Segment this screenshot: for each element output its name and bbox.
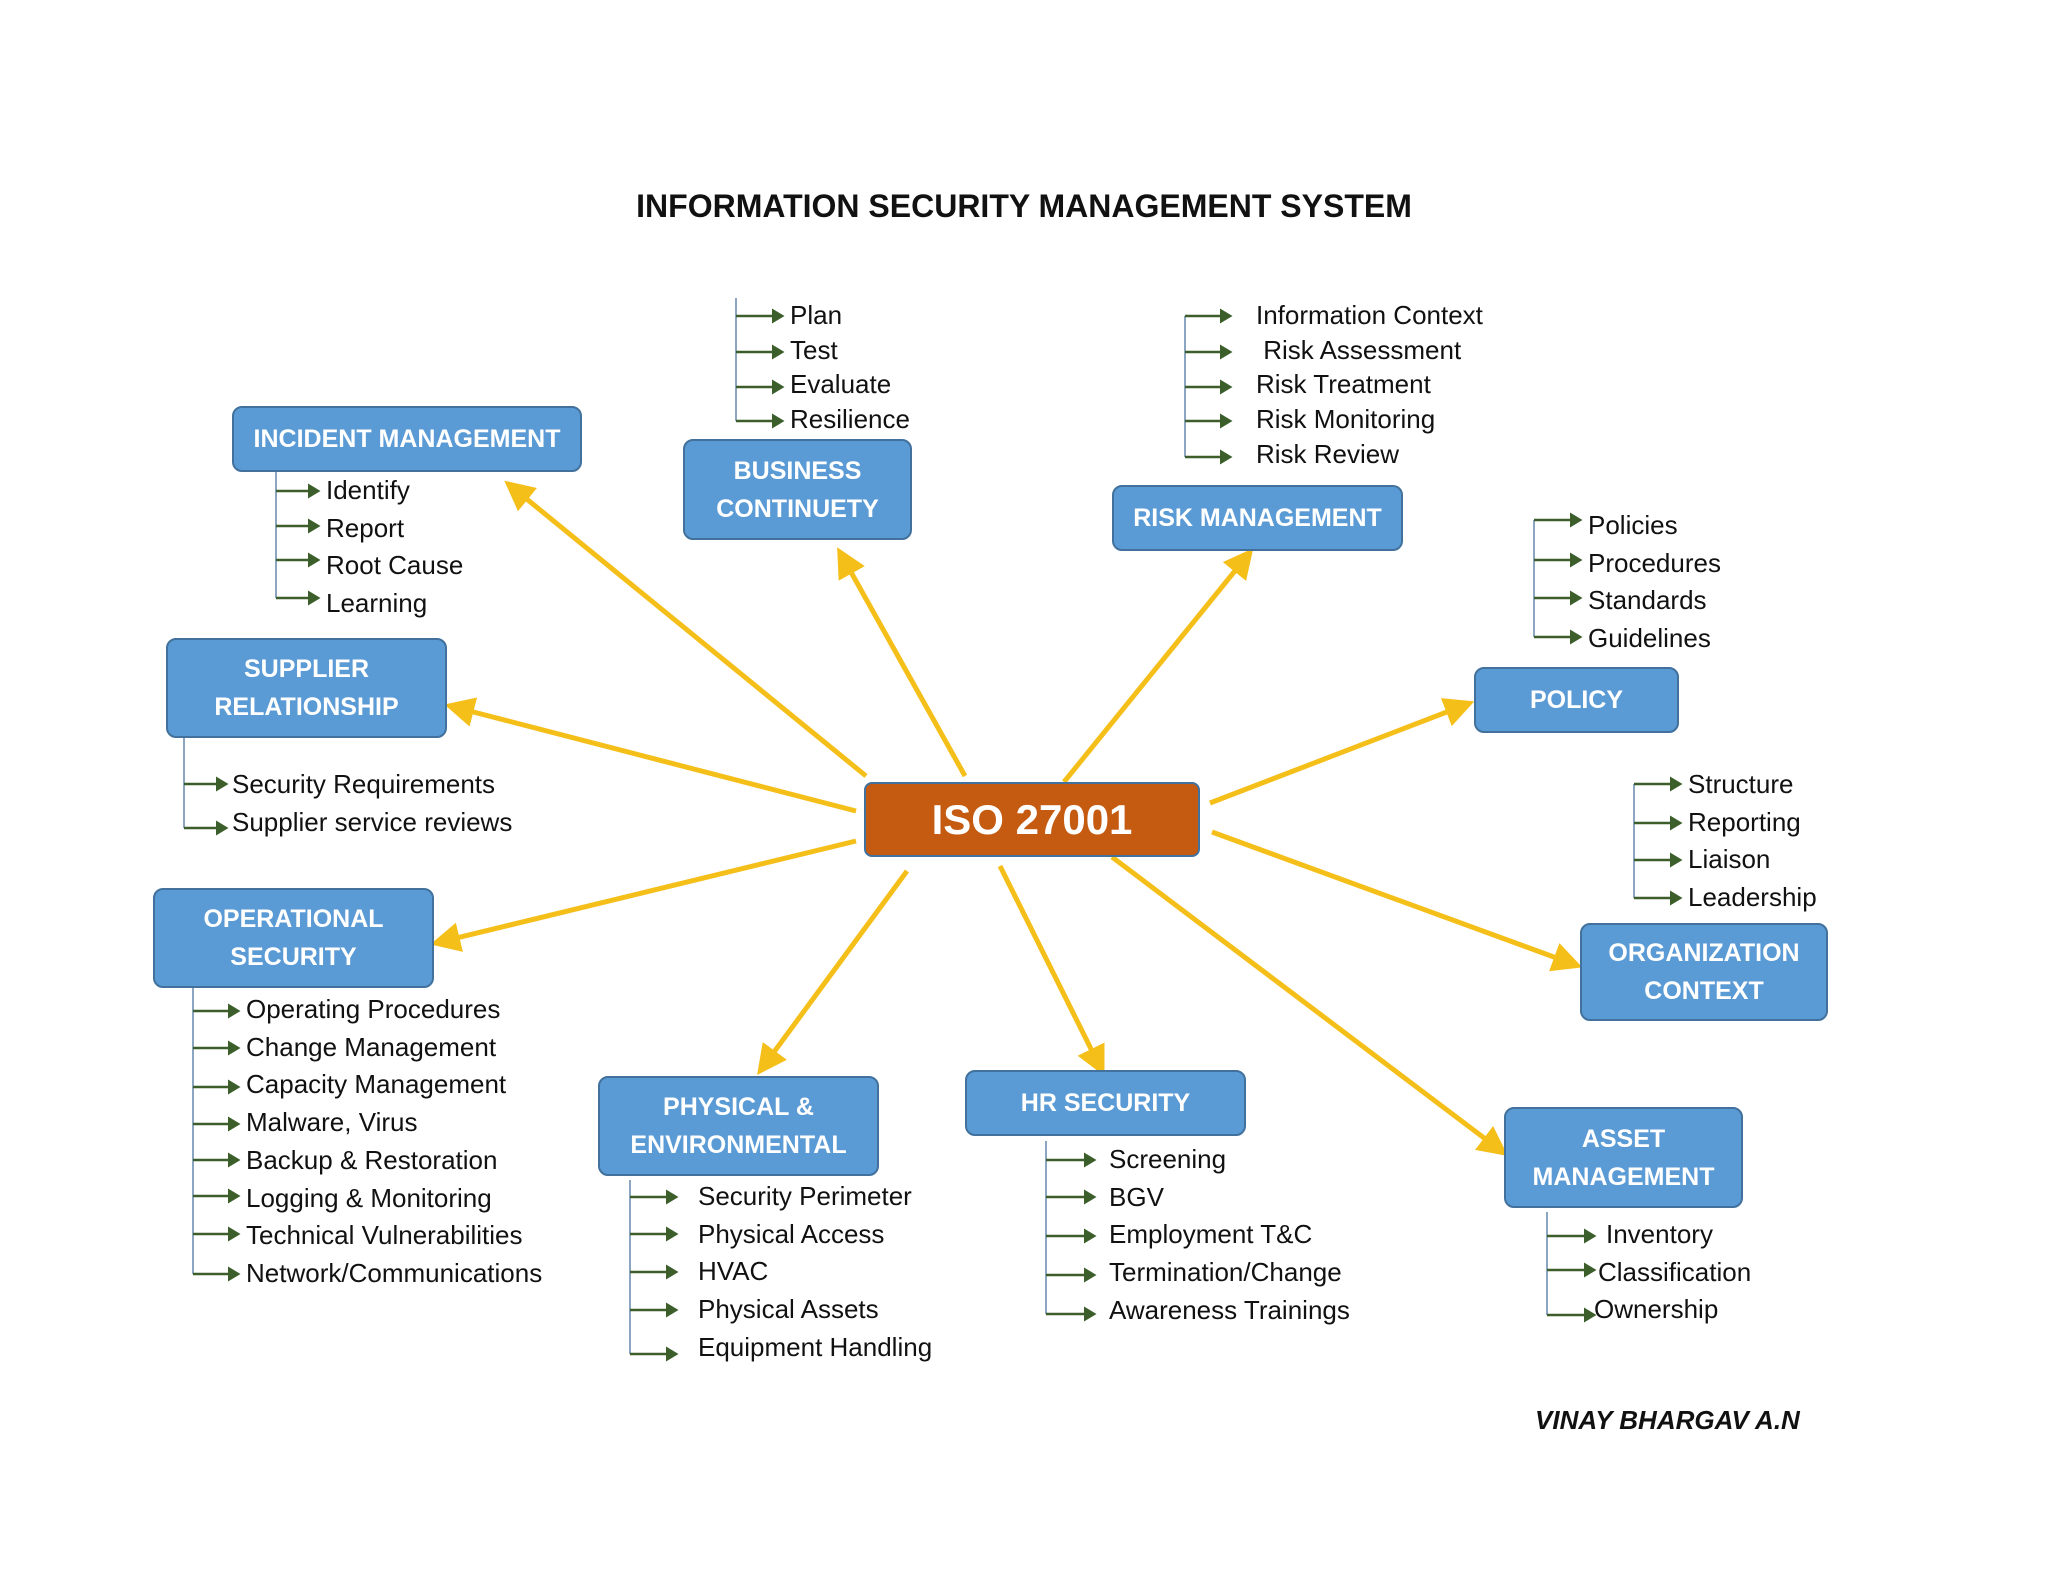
business-items-list: Plan Test Evaluate Resilience bbox=[790, 298, 910, 437]
risk-management-node: RISK MANAGEMENT bbox=[1112, 485, 1403, 551]
spoke-risk-arrow bbox=[1062, 548, 1254, 784]
list-item: Guidelines bbox=[1588, 623, 1711, 654]
physical-items-list: Security Perimeter Physical Access HVAC … bbox=[698, 1178, 932, 1367]
spoke-physical-arrow bbox=[757, 869, 910, 1076]
list-item: Information Context bbox=[1256, 300, 1483, 330]
organization-items-list: Structure Reporting Liaison Leadership bbox=[1688, 766, 1817, 917]
diagram-title: INFORMATION SECURITY MANAGEMENT SYSTEM bbox=[636, 188, 1412, 224]
incident-items-list: Identify Report Root Cause Learning bbox=[326, 472, 463, 623]
physical-environmental-node: PHYSICAL & ENVIRONMENTAL bbox=[598, 1076, 879, 1176]
list-item: Supplier service reviews bbox=[232, 806, 513, 837]
list-item: Screening bbox=[1109, 1144, 1227, 1174]
supplier-items-list: Security Requirements Supplier service r… bbox=[232, 766, 512, 841]
operational-security-node: OPERATIONAL SECURITY bbox=[153, 888, 434, 988]
list-item: BGV bbox=[1109, 1181, 1164, 1212]
list-item: Backup & Restoration bbox=[246, 1144, 498, 1175]
incident-management-node: INCIDENT MANAGEMENT bbox=[232, 406, 582, 472]
asset-items-list: Inventory Classification Ownership bbox=[1594, 1216, 1752, 1329]
list-item: Physical Access bbox=[698, 1218, 885, 1249]
hr-security-node: HR SECURITY bbox=[965, 1070, 1246, 1136]
spoke-policy-arrow bbox=[1209, 698, 1475, 806]
list-item: Root Cause bbox=[326, 550, 464, 581]
list-item: Capacity Management bbox=[246, 1069, 507, 1100]
list-item: Change Management bbox=[246, 1031, 497, 1062]
list-item: Policies bbox=[1588, 510, 1678, 540]
list-item: Risk Review bbox=[1256, 438, 1400, 469]
list-item: HVAC bbox=[698, 1256, 769, 1287]
list-item: Liaison bbox=[1688, 844, 1771, 875]
supplier-relationship-node: SUPPLIER RELATIONSHIP bbox=[166, 638, 447, 738]
list-item: Leadership bbox=[1688, 882, 1817, 913]
spoke-incident-arrow bbox=[504, 480, 868, 778]
list-item: Resilience bbox=[790, 404, 910, 435]
list-item: Structure bbox=[1688, 769, 1794, 799]
spoke-operational-arrow bbox=[430, 838, 857, 952]
list-item: Test bbox=[790, 334, 838, 365]
center-node-iso-27001: ISO 27001 bbox=[864, 782, 1200, 857]
business-continuity-node: BUSINESS CONTINUETY bbox=[683, 439, 912, 540]
list-item: Evaluate bbox=[790, 369, 892, 400]
spoke-supplier-arrow bbox=[444, 697, 857, 814]
spoke-hr-arrow bbox=[997, 864, 1105, 1076]
list-item: Ownership bbox=[1594, 1294, 1719, 1325]
risk-items-list: Information Context Risk Assessment Risk… bbox=[1256, 298, 1483, 472]
spoke-asset-arrow bbox=[1110, 855, 1508, 1157]
policy-node: POLICY bbox=[1474, 667, 1679, 733]
list-item: Employment T&C bbox=[1109, 1219, 1313, 1250]
list-item: Equipment Handling bbox=[698, 1331, 933, 1362]
asset-management-node: ASSET MANAGEMENT bbox=[1504, 1107, 1743, 1208]
author-signature: VINAY BHARGAV A.N bbox=[1535, 1405, 1800, 1435]
list-item: Termination/Change bbox=[1109, 1257, 1342, 1288]
hr-items-list: Screening BGV Employment T&C Termination… bbox=[1109, 1141, 1350, 1330]
list-item: Security Perimeter bbox=[698, 1181, 912, 1211]
list-item: Procedures bbox=[1588, 547, 1721, 578]
list-item: Technical Vulnerabilities bbox=[246, 1220, 523, 1251]
list-item: Classification bbox=[1598, 1256, 1752, 1287]
list-item: Reporting bbox=[1688, 806, 1801, 837]
list-item: Security Requirements bbox=[232, 769, 495, 799]
list-item: Risk Treatment bbox=[1256, 369, 1431, 400]
list-item: Plan bbox=[790, 300, 843, 330]
organization-context-node: ORGANIZATION CONTEXT bbox=[1580, 923, 1828, 1021]
spoke-organization-arrow bbox=[1211, 829, 1583, 972]
list-item: Risk Monitoring bbox=[1256, 404, 1436, 435]
list-item: Network/Communications bbox=[246, 1257, 543, 1288]
list-item: Identify bbox=[326, 475, 410, 505]
list-item: Malware, Virus bbox=[246, 1107, 418, 1138]
spoke-business-arrow bbox=[837, 547, 968, 778]
list-item: Standards bbox=[1588, 585, 1707, 616]
list-item: Inventory bbox=[1606, 1219, 1713, 1249]
list-item: Learning bbox=[326, 588, 428, 619]
operational-items-list: Operating Procedures Change Management C… bbox=[246, 991, 542, 1293]
list-item: Operating Procedures bbox=[246, 994, 501, 1024]
list-item: Report bbox=[326, 512, 405, 543]
list-item: Risk Assessment bbox=[1256, 334, 1462, 365]
list-item: Logging & Monitoring bbox=[246, 1182, 492, 1213]
list-item: Physical Assets bbox=[698, 1294, 879, 1325]
list-item: Awareness Trainings bbox=[1109, 1294, 1350, 1325]
policy-items-list: Policies Procedures Standards Guidelines bbox=[1588, 507, 1721, 658]
